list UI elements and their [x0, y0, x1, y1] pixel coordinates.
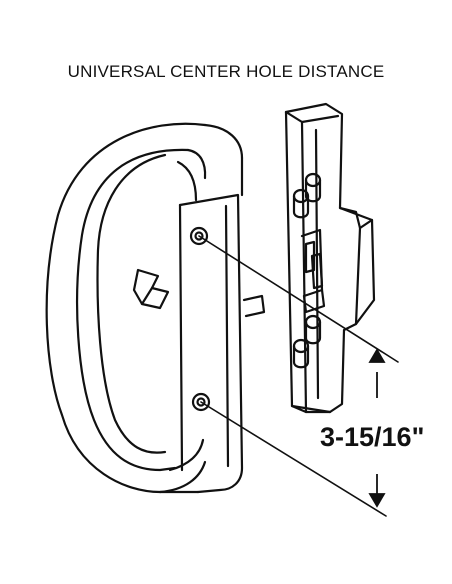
leader-line-bottom [200, 401, 387, 517]
handle-mounting-hole-bottom [191, 392, 211, 412]
leader-line-top [198, 235, 399, 363]
dimension-arrow-up [368, 348, 386, 398]
latch-lever [132, 268, 170, 310]
plate-boss-1 [304, 172, 322, 203]
mounting-plate [284, 102, 376, 414]
plate-boss-2 [292, 188, 310, 219]
dimension-label: 3-15/16" [320, 422, 424, 452]
latch-pins [300, 228, 326, 314]
plate-boss-4 [292, 338, 310, 369]
handle-mounting-hole-top [189, 226, 209, 246]
handle-body [45, 122, 244, 494]
handle-faceplate [178, 156, 244, 494]
dimension-arrow-down [368, 474, 386, 508]
spindle-tab [242, 294, 266, 318]
diagram-title: UNIVERSAL CENTER HOLE DISTANCE [67, 62, 385, 81]
plate-boss-3 [304, 314, 322, 345]
